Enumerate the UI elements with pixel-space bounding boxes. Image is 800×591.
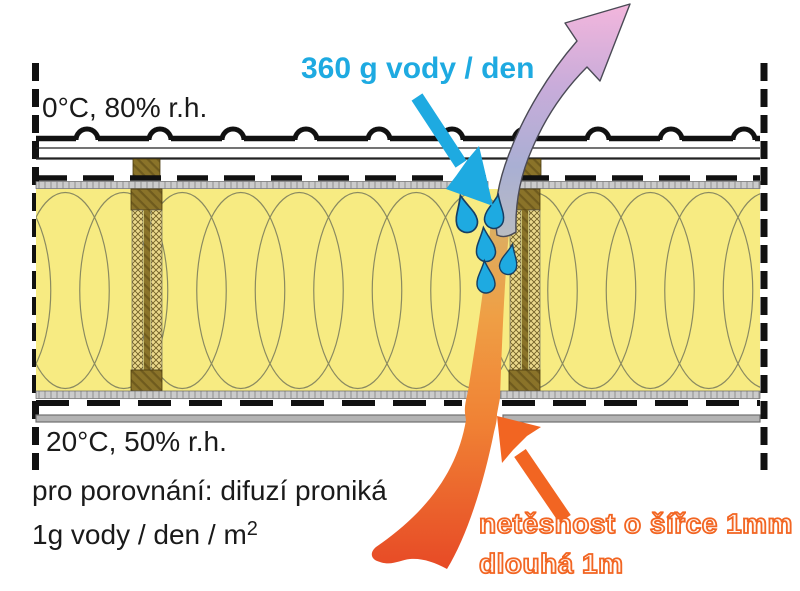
cyan-callout-arrow (411, 93, 493, 206)
water-amount-label: 360 g vody / den (301, 52, 535, 85)
leak-line2: dlouhá 1m (478, 547, 624, 580)
leak-line1: netěsnost o šířce 1mm (478, 507, 793, 540)
diffusion-comparison-label: pro porovnání: difuzí proniká 1g vody / … (32, 472, 387, 554)
top-sheathing (35, 181, 761, 189)
leak-size-label: netěsnost o šířce 1mm dlouhá 1m (478, 504, 793, 584)
counter-batten-lines (36, 147, 760, 160)
stud-left (130, 188, 163, 392)
orange-callout-arrow (497, 416, 571, 523)
interior-lining (35, 414, 761, 423)
exterior-condition-label: 0°C, 80% r.h. (42, 92, 208, 123)
bottom-sheathing (35, 390, 761, 399)
warm-air-stream (371, 208, 511, 569)
interior-condition-label: 20°C, 50% r.h. (46, 426, 227, 457)
comparison-line2: 1g vody / den / m2 (32, 518, 258, 550)
comparison-line1: pro porovnání: difuzí proniká (32, 475, 387, 506)
batten-left (132, 158, 161, 179)
roof-covering (36, 126, 760, 142)
vapor-flow-arrow (495, 3, 631, 238)
superscript-2: 2 (246, 518, 258, 540)
